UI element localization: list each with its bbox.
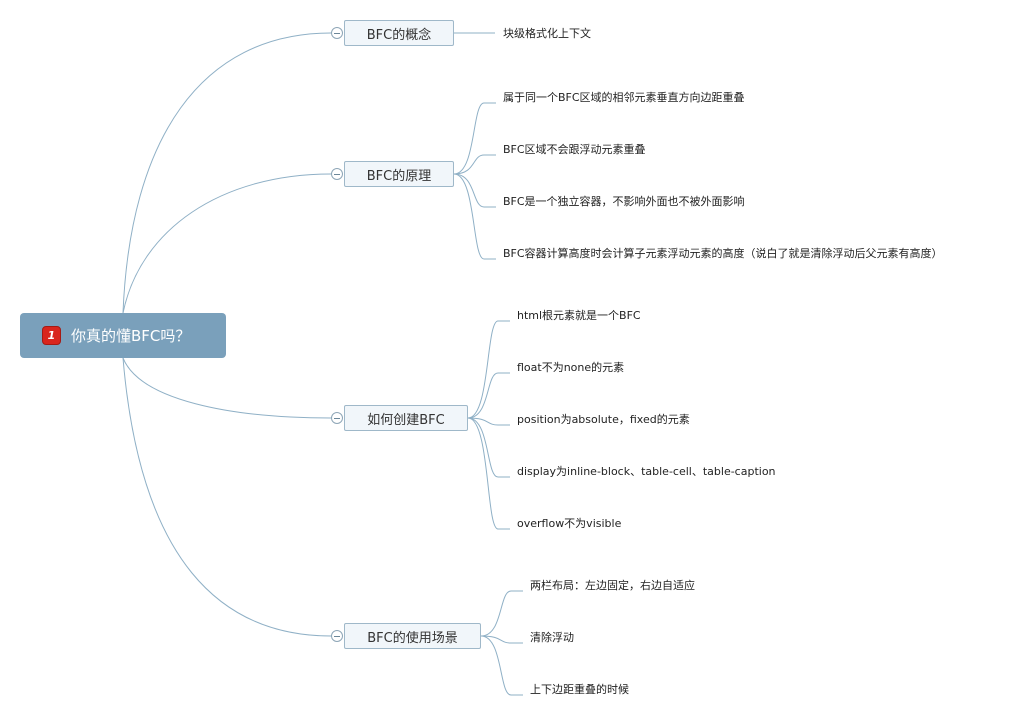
leaf-item[interactable]: overflow不为visible bbox=[517, 517, 622, 530]
leaf-item[interactable]: 两栏布局：左边固定，右边自适应 bbox=[530, 579, 695, 592]
connector-line bbox=[453, 102, 496, 175]
branch-label: 如何创建BFC bbox=[367, 412, 445, 428]
branch-bfc-concept[interactable]: BFC的概念 bbox=[344, 20, 454, 46]
leaf-item[interactable]: float不为none的元素 bbox=[517, 361, 625, 374]
root-title: 你真的懂BFC吗？ bbox=[71, 327, 191, 345]
connector-line bbox=[480, 635, 523, 696]
leaf-item[interactable]: 清除浮动 bbox=[530, 631, 574, 644]
leaf-item[interactable]: 块级格式化上下文 bbox=[503, 27, 591, 40]
branch-bfc-principle[interactable]: BFC的原理 bbox=[344, 161, 454, 187]
priority-badge: 1 bbox=[42, 326, 61, 345]
connector-line bbox=[122, 357, 332, 637]
collapse-icon[interactable] bbox=[331, 412, 343, 424]
root-topic[interactable]: 1 你真的懂BFC吗？ bbox=[20, 313, 226, 358]
branch-label: BFC的原理 bbox=[366, 168, 432, 184]
leaf-item[interactable]: display为inline-block、table-cell、table-ca… bbox=[517, 465, 776, 478]
connector-line bbox=[467, 320, 510, 419]
collapse-icon[interactable] bbox=[331, 168, 343, 180]
leaf-item[interactable]: BFC是一个独立容器，不影响外面也不被外面影响 bbox=[503, 195, 745, 208]
leaf-item[interactable]: BFC容器计算高度时会计算子元素浮动元素的高度（说白了就是清除浮动后父元素有高度… bbox=[503, 247, 943, 260]
leaf-item[interactable]: 上下边距重叠的时候 bbox=[530, 683, 629, 696]
collapse-icon[interactable] bbox=[331, 630, 343, 642]
leaf-item[interactable]: html根元素就是一个BFC bbox=[517, 309, 641, 322]
connector-line bbox=[122, 357, 332, 419]
branch-usage[interactable]: BFC的使用场景 bbox=[344, 623, 481, 649]
collapse-icon[interactable] bbox=[331, 27, 343, 39]
branch-create-bfc[interactable]: 如何创建BFC bbox=[344, 405, 468, 431]
connector-line bbox=[453, 154, 496, 175]
connector-line bbox=[122, 173, 332, 314]
leaf-item[interactable]: BFC区域不会跟浮动元素重叠 bbox=[503, 143, 646, 156]
connector-line bbox=[122, 32, 332, 314]
connector-line bbox=[467, 417, 510, 530]
connector-line bbox=[467, 417, 510, 478]
leaf-item[interactable]: 属于同一个BFC区域的相邻元素垂直方向边距重叠 bbox=[503, 91, 745, 104]
connector-line bbox=[453, 173, 496, 260]
connector-line bbox=[453, 173, 496, 208]
branch-label: BFC的使用场景 bbox=[367, 630, 458, 646]
leaf-item[interactable]: position为absolute，fixed的元素 bbox=[517, 413, 690, 426]
connector-line bbox=[480, 590, 523, 637]
connector-line bbox=[467, 417, 510, 426]
branch-label: BFC的概念 bbox=[366, 27, 432, 43]
connector-line bbox=[480, 635, 523, 644]
connector-line bbox=[467, 372, 510, 419]
